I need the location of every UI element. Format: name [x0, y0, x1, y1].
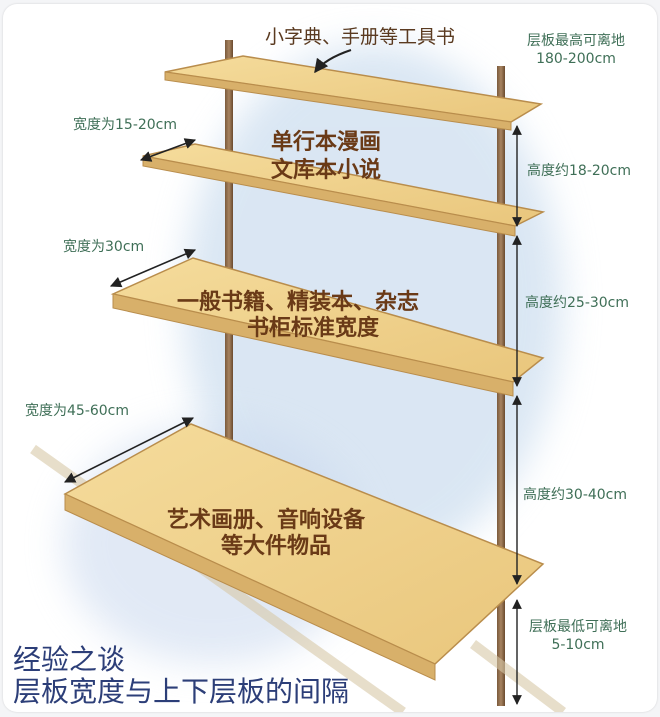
diagram-card: 小字典、手册等工具书 单行本漫画 文库本小说 一般书籍、精装本、杂志 书柜标准宽…	[3, 4, 657, 712]
figure-title-line2: 层板宽度与上下层板的间隔	[13, 675, 350, 708]
shelf-2-use: 单行本漫画	[271, 130, 382, 155]
shelf-1-use: 小字典、手册等工具书	[265, 26, 456, 48]
shelf-3-use-line2: 书柜标准宽度	[247, 316, 380, 341]
bottom-height-line2: 5-10cm	[551, 637, 605, 653]
shelf-4-use: 艺术画册、音响设备	[167, 508, 366, 533]
width-label-shelf-3: 宽度为30cm	[63, 239, 145, 255]
bottom-height-line1: 层板最低可离地	[529, 619, 627, 635]
top-height-line1: 层板最高可离地	[527, 33, 625, 49]
shelf-illustration	[30, 49, 567, 712]
top-height-label: 层板最高可离地 180-200cm	[527, 32, 625, 68]
shelf-3-use: 一般书籍、精装本、杂志	[177, 290, 420, 315]
shelf-4-use-line2: 等大件物品	[221, 534, 332, 559]
width-label-shelf-2: 宽度为15-20cm	[73, 117, 178, 133]
shelf-2-use-line2: 文库本小说	[271, 158, 382, 183]
width-label-shelf-4: 宽度为45-60cm	[25, 403, 130, 419]
figure-title-line1: 经验之谈	[13, 643, 126, 676]
bottom-height-label: 层板最低可离地 5-10cm	[529, 618, 627, 654]
gap-2-label: 高度约25-30cm	[525, 295, 630, 311]
gap-3-label: 高度约30-40cm	[523, 487, 628, 503]
gap-1-label: 高度约18-20cm	[527, 163, 632, 179]
top-height-line2: 180-200cm	[536, 51, 616, 67]
